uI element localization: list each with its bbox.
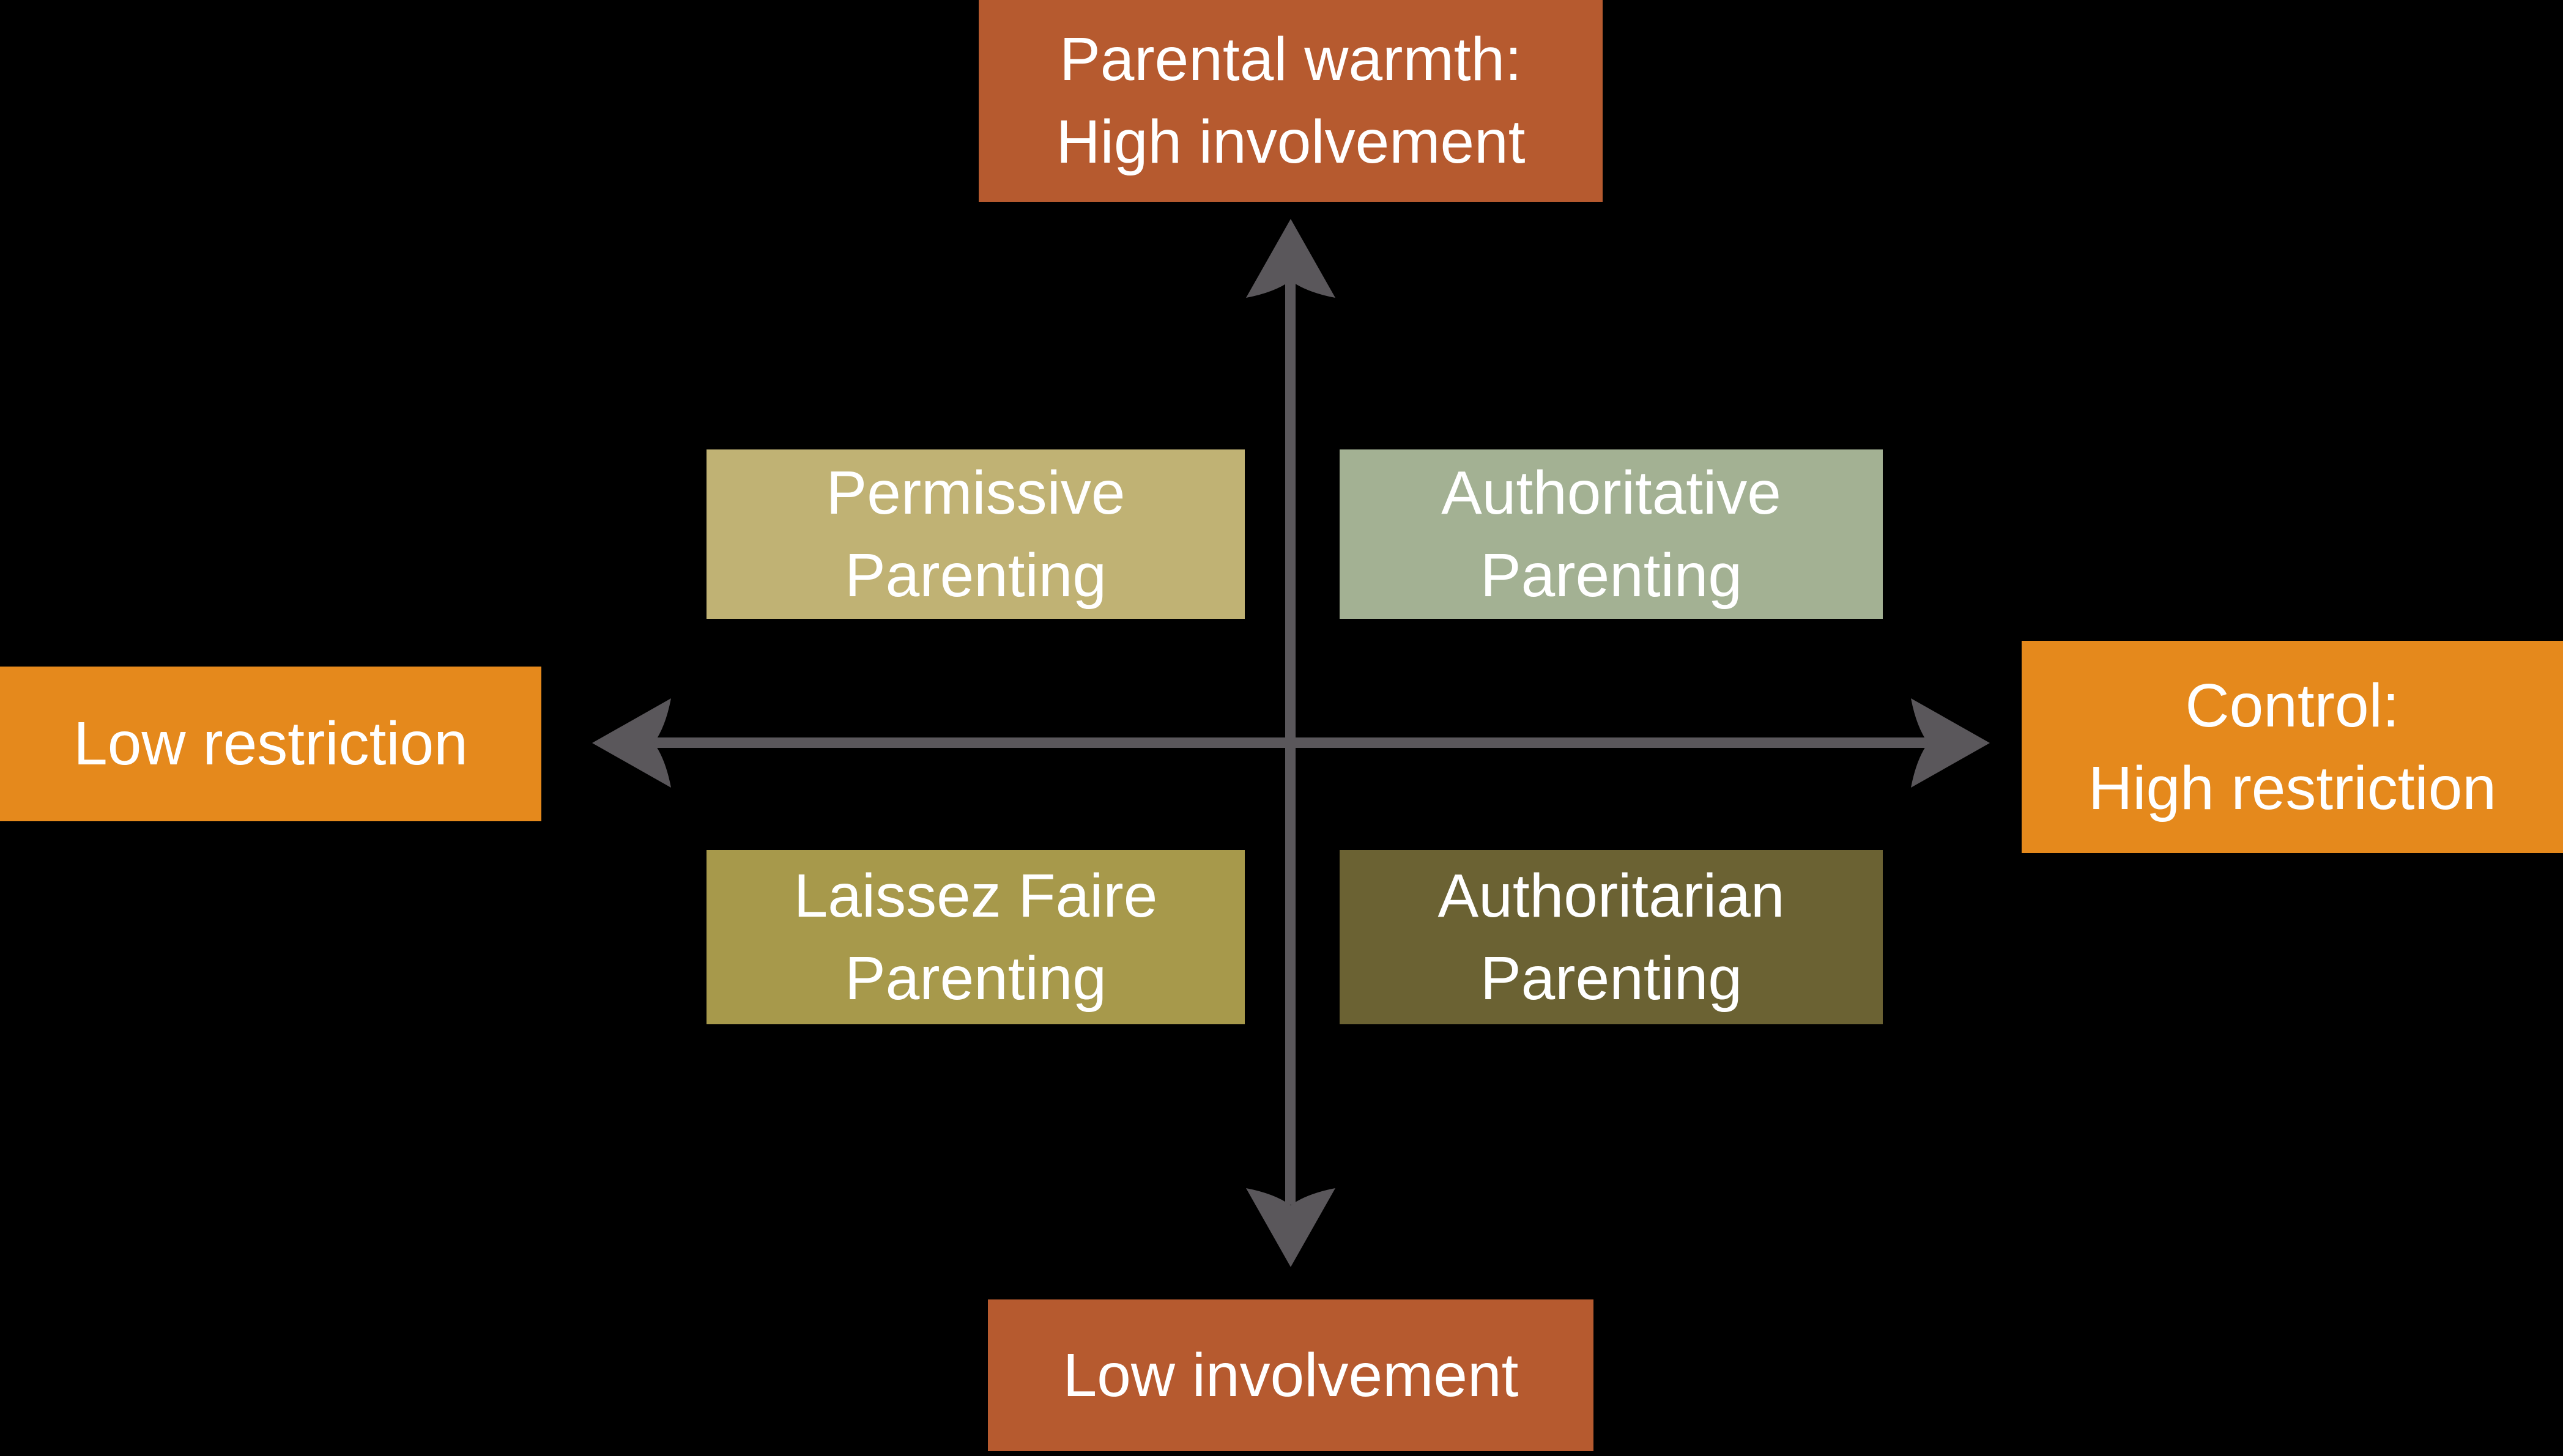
axis-label-line: Control: bbox=[2185, 671, 2400, 740]
quadrant-permissive-parenting: Permissive Parenting bbox=[707, 449, 1245, 619]
arrowhead-right-icon bbox=[1911, 698, 1990, 788]
axis-label-low-involvement: Low involvement bbox=[988, 1299, 1593, 1451]
quadrant-label-line: Parenting bbox=[1480, 944, 1743, 1013]
quadrant-label-line: Authoritarian bbox=[1437, 861, 1785, 930]
axis-label-control-high-restriction: Control: High restriction bbox=[2022, 641, 2563, 853]
axis-label-line: Low restriction bbox=[73, 709, 468, 778]
axis-label-line: Parental warmth: bbox=[1059, 25, 1522, 94]
quadrant-label-line: Authoritative bbox=[1441, 458, 1781, 527]
arrowhead-left-icon bbox=[592, 698, 671, 788]
quadrant-label-line: Parenting bbox=[1480, 541, 1743, 610]
quadrant-label-line: Parenting bbox=[844, 944, 1107, 1013]
axis-label-line: High restriction bbox=[2088, 753, 2496, 822]
quadrant-label-line: Permissive bbox=[826, 458, 1126, 527]
axis-label-line: High involvement bbox=[1056, 108, 1526, 176]
quadrant-laissez-faire-parenting: Laissez Faire Parenting bbox=[707, 850, 1245, 1024]
quadrant-label-line: Laissez Faire bbox=[793, 861, 1158, 930]
axis-label-parental-warmth-high-involvement: Parental warmth: High involvement bbox=[979, 0, 1603, 202]
vertical-axis-line bbox=[1285, 278, 1296, 1205]
axis-label-low-restriction: Low restriction bbox=[0, 667, 541, 821]
arrowhead-down-icon bbox=[1246, 1188, 1335, 1267]
quadrant-authoritarian-parenting: Authoritarian Parenting bbox=[1340, 850, 1883, 1024]
axis-label-line: Low involvement bbox=[1063, 1340, 1519, 1410]
arrowhead-up-icon bbox=[1246, 219, 1335, 298]
quadrant-authoritative-parenting: Authoritative Parenting bbox=[1340, 449, 1883, 619]
quadrant-label-line: Parenting bbox=[844, 541, 1107, 610]
